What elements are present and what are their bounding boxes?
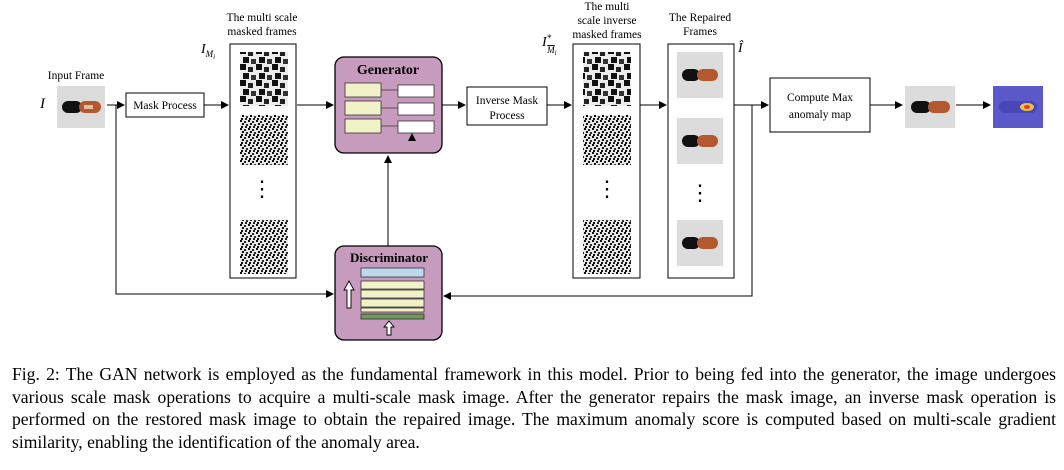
inverse-mask-line1: Inverse Mask (476, 95, 539, 107)
inverse-mask-box (466, 86, 548, 126)
input-capsule-image (57, 86, 105, 128)
generator-block: Generator (334, 56, 443, 154)
inverse-frame-2 (583, 115, 631, 165)
output-capsule-image (905, 86, 955, 128)
masked-frames-title-line2: masked frames (227, 26, 297, 38)
repaired-symbol: Î (737, 39, 744, 56)
mask-process-label: Mask Process (133, 100, 197, 112)
masked-frames-ellipsis: ⋮ (251, 176, 273, 201)
repaired-frame-3 (677, 220, 723, 266)
gan-framework-diagram: Input Frame I Mask Process The multi sca… (39, 1, 1043, 341)
discriminator-block: Discriminator (334, 245, 443, 341)
repaired-frame-1 (677, 52, 723, 98)
masked-frame-2 (240, 115, 288, 165)
line-repaired-to-discriminator (443, 105, 753, 300)
input-frame-label: Input Frame (48, 70, 105, 82)
repaired-title-line2: Frames (683, 26, 717, 38)
inverse-frame-1 (583, 52, 631, 106)
masked-frame-3 (240, 220, 288, 274)
generator-label: Generator (357, 63, 419, 78)
inverse-frame-3 (583, 220, 631, 274)
inverse-mask-line2: Process (489, 110, 525, 122)
inverse-frames-title-line1: The multi (584, 1, 629, 13)
masked-frames-title-line1: The multi scale (227, 12, 298, 24)
mask-process-box (125, 92, 205, 118)
discriminator-label: Discriminator (350, 250, 428, 265)
masked-frames-symbol: IMi (200, 42, 215, 61)
compute-line2: anomaly map (789, 109, 852, 121)
repaired-title-line1: The Repaired (669, 12, 732, 24)
repaired-frames-ellipsis: ⋮ (689, 180, 711, 205)
input-symbol: I (39, 96, 46, 112)
inverse-frames-title-line2: scale inverse (577, 15, 636, 27)
line-input-to-discriminator (115, 105, 334, 298)
compute-line1: Compute Max (787, 92, 853, 104)
masked-frame-1 (240, 52, 288, 106)
inverse-frames-title-line3: masked frames (572, 29, 642, 41)
inverse-frames-symbol: I*Mi (541, 33, 557, 57)
inverse-frames-ellipsis: ⋮ (596, 176, 618, 201)
repaired-frame-2 (677, 118, 723, 164)
anomaly-heatmap-image (993, 86, 1043, 128)
compute-anomaly-box (769, 77, 871, 133)
figure-caption: Fig. 2: The GAN network is employed as t… (12, 364, 1056, 452)
